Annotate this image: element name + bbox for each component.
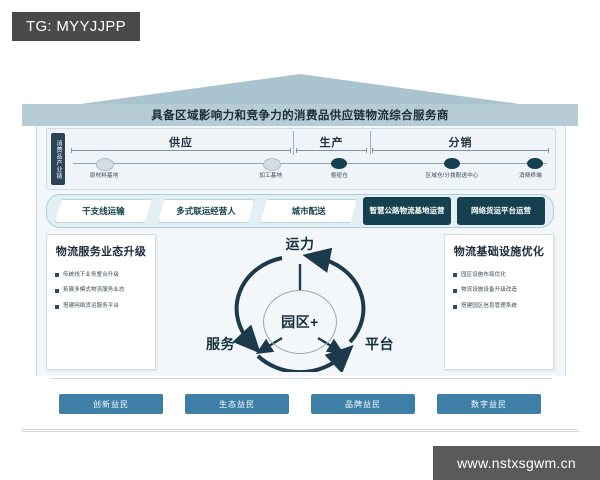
chain-node: [262, 158, 281, 171]
card-bullet: 搭建网络货运服务平台: [54, 303, 148, 310]
card-bullet: 物流设施设备升级改造: [452, 287, 546, 294]
card-title: 物流基础设施优化: [453, 246, 545, 258]
title-band: 具备区域影响力和竞争力的消费品供应链物流综合服务商: [22, 104, 578, 126]
chain-segments: 供应 生产 分销: [71, 131, 549, 155]
segment-rule: [71, 148, 291, 153]
chain-node: [96, 158, 115, 171]
chain-node: [527, 158, 544, 169]
segment-divider: [293, 131, 295, 155]
base-pill-brand[interactable]: 品牌益民: [311, 394, 415, 414]
circle-center-label: 园区+: [281, 314, 319, 330]
chain-segment-label: 生产: [319, 137, 344, 149]
circle-label-service: 服务: [206, 336, 235, 352]
base-ground-line: [22, 429, 578, 430]
circle-center: 园区+: [263, 290, 337, 354]
supply-chain-panel: 消费品产业链 供应 生产 分销: [46, 128, 556, 190]
service-highlight-network-freight-platform[interactable]: 网络货运平台运营: [457, 197, 546, 225]
segment-rule: [295, 148, 368, 153]
card-bullet-list: 园区设施布局优化 物流设施设备升级改造 搭建园区信息管理系统: [452, 272, 546, 310]
watermark-url: www.nstxsgwm.cn: [433, 446, 600, 480]
card-bullet: 园区设施布局优化: [452, 272, 546, 279]
service-pill-city-distribution[interactable]: 城市配送: [260, 199, 357, 223]
page-title: 具备区域影响力和竞争力的消费品供应链物流综合服务商: [151, 110, 449, 122]
chain-node-label: 区域仓/分拨配送中心: [425, 173, 479, 179]
card-bullet-list: 传统线下业务整合升级 拓展多模式物流服务业态 搭建网络货运服务平台: [54, 272, 148, 310]
chain-segment-distribution: 分销: [372, 131, 549, 153]
watermark-tag: TG: MYYJJPP: [12, 12, 140, 41]
segment-rule: [372, 148, 549, 153]
chain-node-label: 加工基地: [259, 173, 283, 179]
base-pill-row: 创新益民 生态益民 品牌益民 数字益民: [22, 386, 578, 422]
circular-flow-diagram: 运力 服务 平台 园区+: [200, 234, 400, 372]
service-pill-trunk-transport[interactable]: 干支线运输: [55, 199, 152, 223]
circle-label-capacity: 运力: [285, 236, 315, 252]
card-bullet: 传统线下业务整合升级: [54, 272, 148, 279]
chain-node-label: 枢纽仓: [330, 173, 348, 179]
circle-label-platform: 平台: [365, 336, 394, 352]
chain-node: [331, 158, 348, 169]
house-diagram: 具备区域影响力和竞争力的消费品供应链物流综合服务商 消费品产业链 供应 生产 分…: [0, 62, 600, 442]
chain-node-label: 消费终端: [519, 173, 542, 179]
chain-node-label: 原材料基地: [89, 173, 119, 179]
base-pill-digital[interactable]: 数字益民: [437, 394, 541, 414]
middle-section: 物流服务业态升级 传统线下业务整合升级 拓展多模式物流服务业态 搭建网络货运服务…: [46, 234, 554, 376]
chain-side-label: 消费品产业链: [51, 133, 65, 185]
card-infrastructure-optimization: 物流基础设施优化 园区设施布局优化 物流设施设备升级改造 搭建园区信息管理系统: [444, 234, 554, 370]
card-service-upgrade: 物流服务业态升级 传统线下业务整合升级 拓展多模式物流服务业态 搭建网络货运服务…: [46, 234, 156, 370]
chain-node: [444, 158, 461, 169]
service-highlight-smart-highway-base[interactable]: 智慧公路物流基地运营: [363, 197, 452, 225]
circle-arrows-svg: [232, 247, 366, 372]
chain-segment-production: 生产: [295, 131, 368, 153]
chain-segment-label: 分销: [448, 137, 473, 149]
segment-divider: [369, 131, 371, 155]
chain-side-label-text: 消费品产业链: [55, 139, 61, 179]
chain-segment-supply: 供应: [71, 131, 291, 153]
card-bullet: 拓展多模式物流服务业态: [54, 287, 148, 294]
chain-axis-line: [73, 163, 547, 164]
base-pill-innovation[interactable]: 创新益民: [59, 394, 163, 414]
service-pill-multimodal-operator[interactable]: 多式联运经营人: [158, 199, 255, 223]
service-pill-panel: 干支线运输 多式联运经营人 城市配送 智慧公路物流基地运营 网络货运平台运营: [46, 194, 554, 228]
card-bullet: 搭建园区信息管理系统: [452, 303, 546, 310]
base-pill-ecology[interactable]: 生态益民: [185, 394, 289, 414]
chain-segment-label: 供应: [168, 137, 193, 149]
chain-track: 供应 生产 分销 原材料基地 加工基地: [65, 129, 555, 189]
card-title: 物流服务业态升级: [55, 246, 147, 258]
